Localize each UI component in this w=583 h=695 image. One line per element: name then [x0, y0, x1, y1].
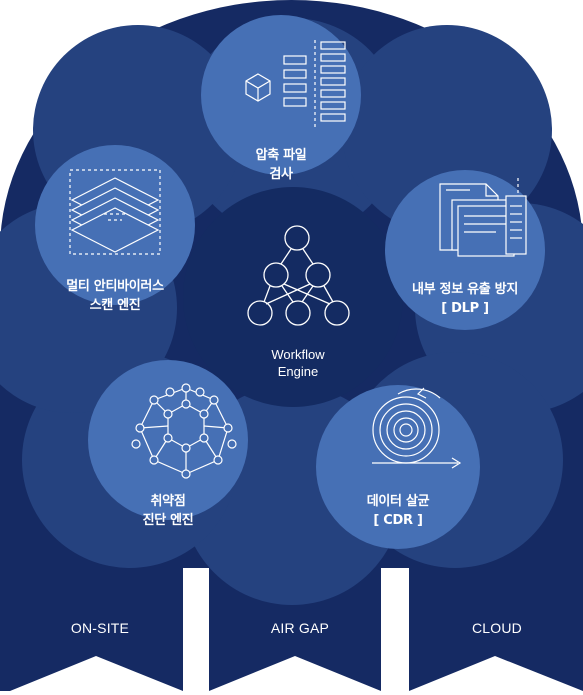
polyhedron-icon — [131, 383, 237, 479]
module-vuln-line1: 취약점 — [150, 494, 186, 509]
engine-label: Workflow Engine — [243, 346, 353, 380]
module-cdr-line1: 데이터 살균 — [366, 494, 430, 509]
compressed-file-icon — [245, 40, 346, 130]
engine-core — [183, 187, 403, 407]
layers-icon — [69, 169, 161, 255]
module-compressed-line1: 압축 파일 — [255, 148, 307, 163]
module-av-line2: 스캔 엔진 — [89, 298, 141, 313]
network-graph-icon — [247, 225, 350, 326]
module-vuln-label: 취약점 진단 엔진 — [108, 492, 228, 530]
module-av-line1: 멀티 안티바이러스 — [66, 279, 164, 294]
module-av-label: 멀티 안티바이러스 스캔 엔진 — [45, 277, 185, 315]
engine-line1: Workflow — [271, 347, 325, 362]
env-on-site: ON-SITE — [70, 620, 130, 636]
module-compressed-line2: 검사 — [269, 167, 293, 182]
spiral-icon — [372, 387, 462, 469]
module-cdr-line2: [ CDR ] — [373, 513, 423, 528]
module-vuln-line2: 진단 엔진 — [142, 513, 194, 528]
env-cloud: CLOUD — [471, 620, 522, 636]
module-cdr-label: 데이터 살균 [ CDR ] — [338, 492, 458, 530]
env-air-gap: AIR GAP — [270, 620, 330, 636]
module-dlp-line2: [ DLP ] — [441, 301, 489, 316]
module-dlp-line1: 내부 정보 유출 방지 — [412, 282, 518, 297]
module-compressed-label: 압축 파일 검사 — [221, 146, 341, 184]
document-stack-icon — [439, 178, 527, 257]
engine-line2: Engine — [277, 364, 319, 379]
module-dlp-label: 내부 정보 유출 방지 [ DLP ] — [395, 280, 535, 318]
